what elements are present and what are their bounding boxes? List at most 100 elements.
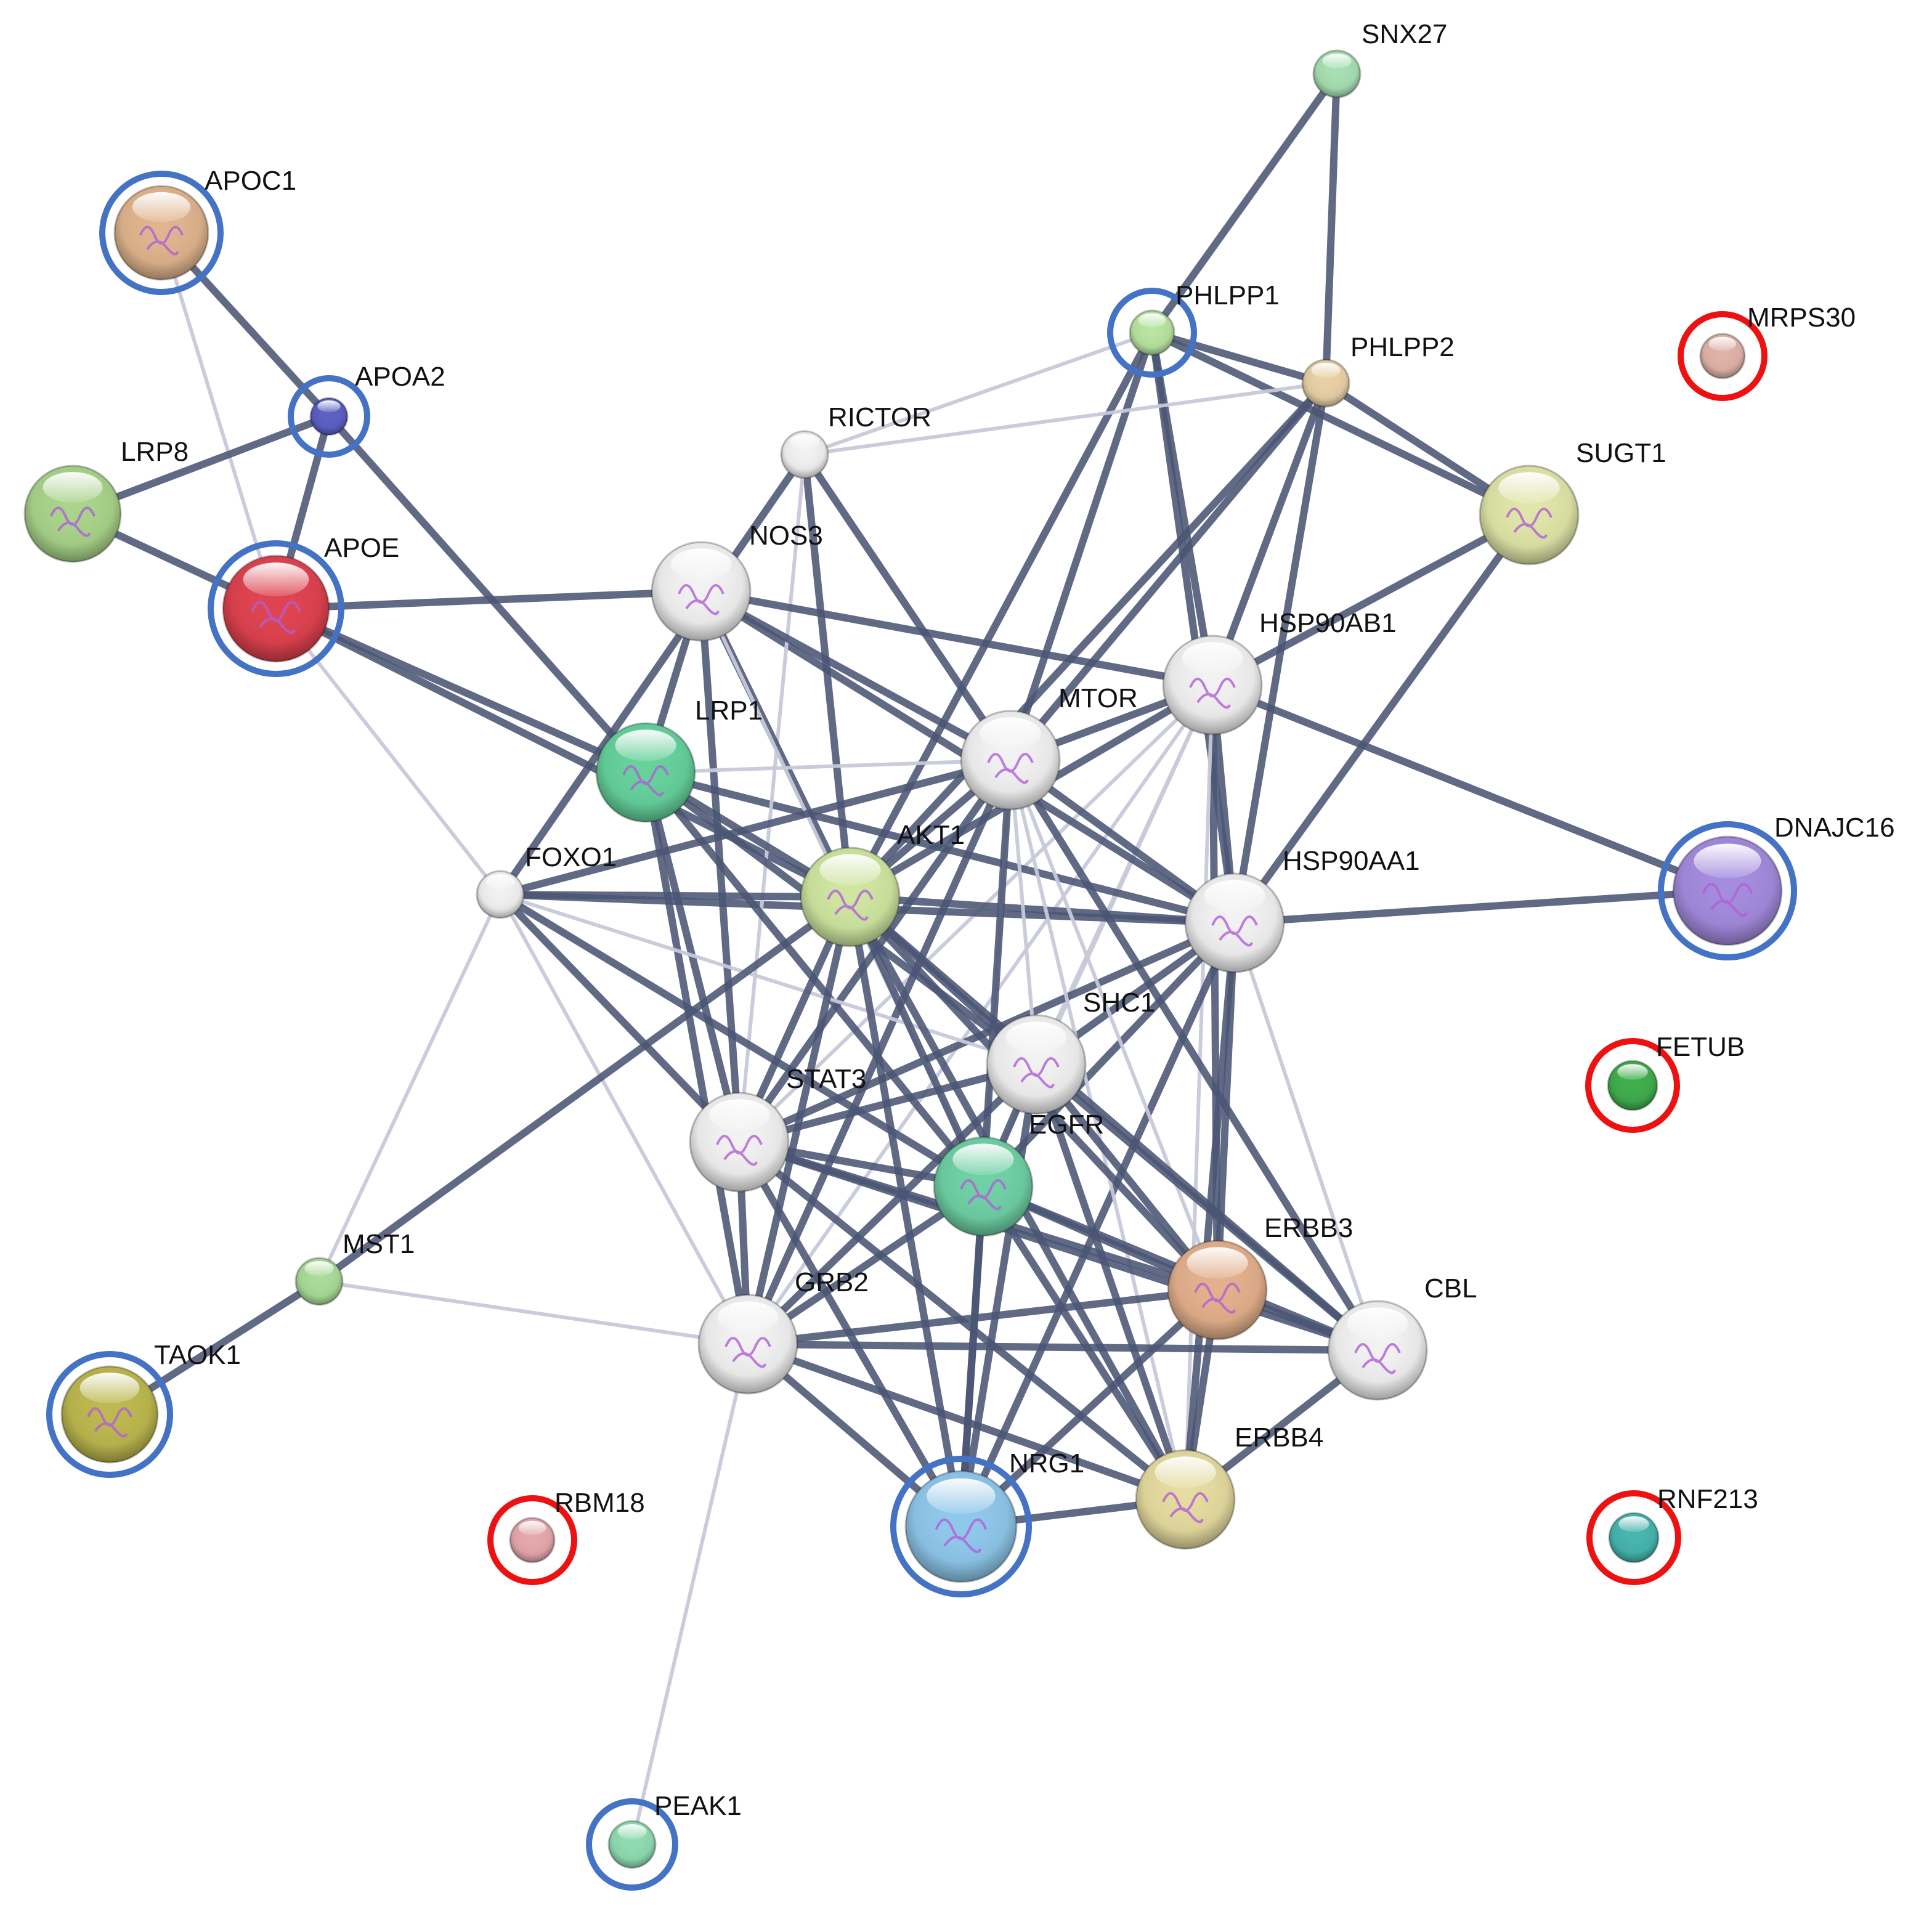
- node-label: TAOK1: [154, 1340, 241, 1370]
- node-nos3[interactable]: NOS3: [651, 521, 823, 642]
- node-label: GRB2: [795, 1267, 869, 1297]
- node-label: AKT1: [897, 820, 965, 850]
- protein-structure-icon: [87, 1407, 132, 1438]
- edge-shc1-cbl: [1033, 1061, 1381, 1354]
- node-mst1[interactable]: MST1: [294, 1229, 415, 1306]
- node-mtor[interactable]: MTOR: [960, 683, 1138, 811]
- node-grb2[interactable]: GRB2: [697, 1267, 869, 1395]
- edge-lrp1-mtor: [644, 758, 1012, 774]
- node-rictor[interactable]: RICTOR: [780, 402, 932, 479]
- protein-structure-icon: [724, 1337, 771, 1368]
- node-sugt1[interactable]: SUGT1: [1479, 438, 1666, 566]
- edge-foxo1-grb2: [498, 893, 750, 1346]
- node-gloss: [518, 1520, 546, 1535]
- edge-phlpp2-rictor: [803, 381, 1328, 456]
- edge-nos3-mtor: [697, 588, 1014, 764]
- node-label: APOA2: [355, 362, 445, 392]
- node-phlpp1[interactable]: PHLPP1: [1107, 280, 1280, 378]
- node-label: RNF213: [1657, 1484, 1758, 1514]
- edge-phlpp1-akt1: [846, 329, 1156, 901]
- node-apoc1[interactable]: APOC1: [99, 166, 296, 295]
- node-apoe[interactable]: APOE: [208, 533, 399, 677]
- node-label: RICTOR: [828, 402, 932, 432]
- node-label: FOXO1: [525, 842, 617, 872]
- node-shc1[interactable]: SHC1: [986, 988, 1155, 1115]
- blue-highlight-ring: [99, 171, 224, 295]
- node-rbm18[interactable]: RBM18: [487, 1488, 645, 1585]
- node-lrp1[interactable]: LRP1: [595, 696, 763, 823]
- edge-erbb3-grb2: [744, 1286, 1221, 1348]
- edge-hsp90aa1-cbl: [1233, 921, 1379, 1352]
- edge-mtor-cbl: [1007, 757, 1381, 1354]
- edge-mtor-shc1: [1009, 758, 1038, 1066]
- edges-layer: [69, 70, 1731, 1846]
- blue-highlight-ring: [46, 1351, 173, 1478]
- node-gloss: [43, 472, 103, 503]
- node-gloss: [980, 717, 1041, 749]
- node-peak1[interactable]: PEAK1: [586, 1791, 742, 1891]
- node-label: PHLPP2: [1350, 332, 1455, 362]
- protein-structure-icon: [139, 225, 184, 256]
- edge-phlpp1-sugt1: [1148, 329, 1533, 519]
- edge-foxo1-shc1: [498, 893, 1038, 1066]
- red-highlight-ring: [487, 1495, 577, 1585]
- edge-hsp90ab1-dnajc16: [1209, 681, 1731, 895]
- edge-grb2-peak1: [630, 1342, 750, 1846]
- node-label: PHLPP1: [1175, 280, 1280, 310]
- node-akt1[interactable]: AKT1: [800, 820, 965, 947]
- edge-egfr-nrg1: [957, 1183, 987, 1530]
- node-gloss: [132, 192, 191, 222]
- node-lrp8[interactable]: LRP8: [23, 437, 189, 563]
- node-rnf213[interactable]: RNF213: [1586, 1484, 1758, 1585]
- node-label: MST1: [343, 1229, 415, 1259]
- edge-hsp90aa1-nrg1: [957, 919, 1238, 1530]
- node-erbb4[interactable]: ERBB4: [1135, 1422, 1323, 1550]
- node-stat3[interactable]: STAT3: [689, 1064, 866, 1193]
- node-fetub[interactable]: FETUB: [1585, 1032, 1745, 1133]
- node-gloss: [717, 1301, 779, 1333]
- protein-structure-icon: [50, 506, 95, 537]
- node-label: SUGT1: [1576, 438, 1666, 468]
- node-erbb3[interactable]: ERBB3: [1167, 1213, 1353, 1341]
- edge-snx27-phlpp2: [1322, 70, 1341, 387]
- red-highlight-ring: [1586, 1490, 1681, 1585]
- node-label: SNX27: [1362, 19, 1447, 49]
- edge-rictor-foxo1: [497, 451, 808, 898]
- node-gloss: [1347, 1307, 1408, 1339]
- node-taok1[interactable]: TAOK1: [46, 1340, 241, 1478]
- blue-highlight-ring: [890, 1456, 1032, 1597]
- node-gloss: [927, 1478, 996, 1514]
- node-foxo1[interactable]: FOXO1: [476, 842, 617, 919]
- node-gloss: [670, 548, 732, 580]
- node-label: ERBB4: [1235, 1422, 1323, 1453]
- node-hsp90ab1[interactable]: HSP90AB1: [1162, 608, 1397, 736]
- node-gloss: [1138, 313, 1166, 328]
- node-gloss: [485, 874, 515, 890]
- edge-phlpp2-mtor: [1007, 379, 1329, 764]
- node-gloss: [304, 1260, 334, 1276]
- node-gloss: [1694, 843, 1761, 878]
- node-hsp90aa1[interactable]: HSP90AA1: [1184, 846, 1420, 973]
- edge-grb2-cbl: [744, 1341, 1381, 1354]
- edge-hsp90aa1-stat3: [736, 919, 1238, 1146]
- blue-highlight-ring: [586, 1798, 678, 1891]
- edge-erbb3-nrg1: [957, 1286, 1221, 1530]
- edge-stat3-cbl: [736, 1138, 1381, 1354]
- node-nrg1[interactable]: NRG1: [890, 1448, 1084, 1597]
- node-cbl[interactable]: CBL: [1327, 1273, 1477, 1401]
- node-egfr[interactable]: EGFR: [933, 1110, 1104, 1237]
- node-label: SHC1: [1083, 988, 1155, 1018]
- node-apoa2[interactable]: APOA2: [288, 362, 445, 458]
- node-dnajc16[interactable]: DNAJC16: [1658, 813, 1895, 960]
- protein-structure-icon: [1506, 508, 1552, 539]
- node-label: FETUB: [1656, 1032, 1745, 1062]
- blue-highlight-ring: [1107, 288, 1197, 378]
- node-snx27[interactable]: SNX27: [1312, 19, 1447, 99]
- protein-structure-icon: [935, 1518, 988, 1554]
- node-phlpp2[interactable]: PHLPP2: [1301, 332, 1455, 408]
- protein-structure-icon: [1211, 915, 1258, 947]
- node-gloss: [615, 729, 676, 761]
- node-mrps30[interactable]: MRPS30: [1678, 302, 1856, 401]
